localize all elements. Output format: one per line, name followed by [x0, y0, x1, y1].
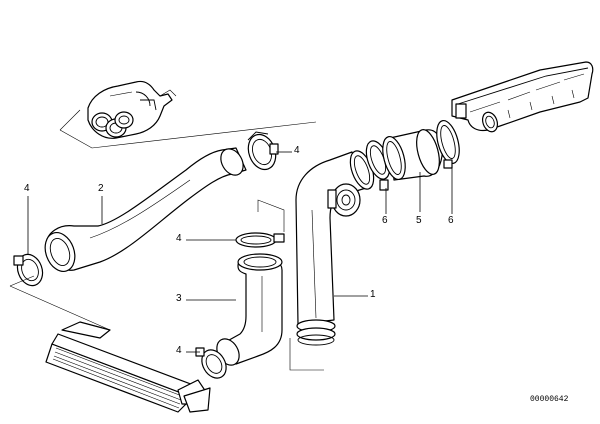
- callout-2: 2: [98, 183, 104, 194]
- clamp-part-4-middle: [235, 232, 285, 248]
- clamp-part-4-upper: [247, 131, 279, 171]
- callout-4-left: 4: [24, 183, 30, 194]
- hose-part-2: [44, 147, 247, 272]
- turbo-guide-line: [59, 121, 317, 149]
- callout-4-upper: 4: [294, 145, 300, 156]
- hose-part-3: [216, 253, 283, 366]
- turbocharger: [87, 80, 177, 139]
- leader-lines: [27, 151, 453, 353]
- callout-6-right: 6: [448, 215, 454, 226]
- diagram-reference-number: 00000642: [530, 395, 569, 404]
- callout-6-left: 6: [382, 215, 388, 226]
- callout-4-lower: 4: [176, 345, 182, 356]
- boot-part-5: [382, 129, 443, 181]
- callout-4-middle: 4: [176, 233, 182, 244]
- intake-manifold: [451, 61, 594, 133]
- callout-3: 3: [176, 293, 182, 304]
- intercooler: [45, 321, 211, 413]
- clamp-part-6-right: [436, 119, 460, 169]
- clamp-part-4-left: [13, 253, 44, 287]
- pipe-part-1: [295, 150, 375, 346]
- callout-5: 5: [416, 215, 422, 226]
- callout-1: 1: [370, 289, 376, 300]
